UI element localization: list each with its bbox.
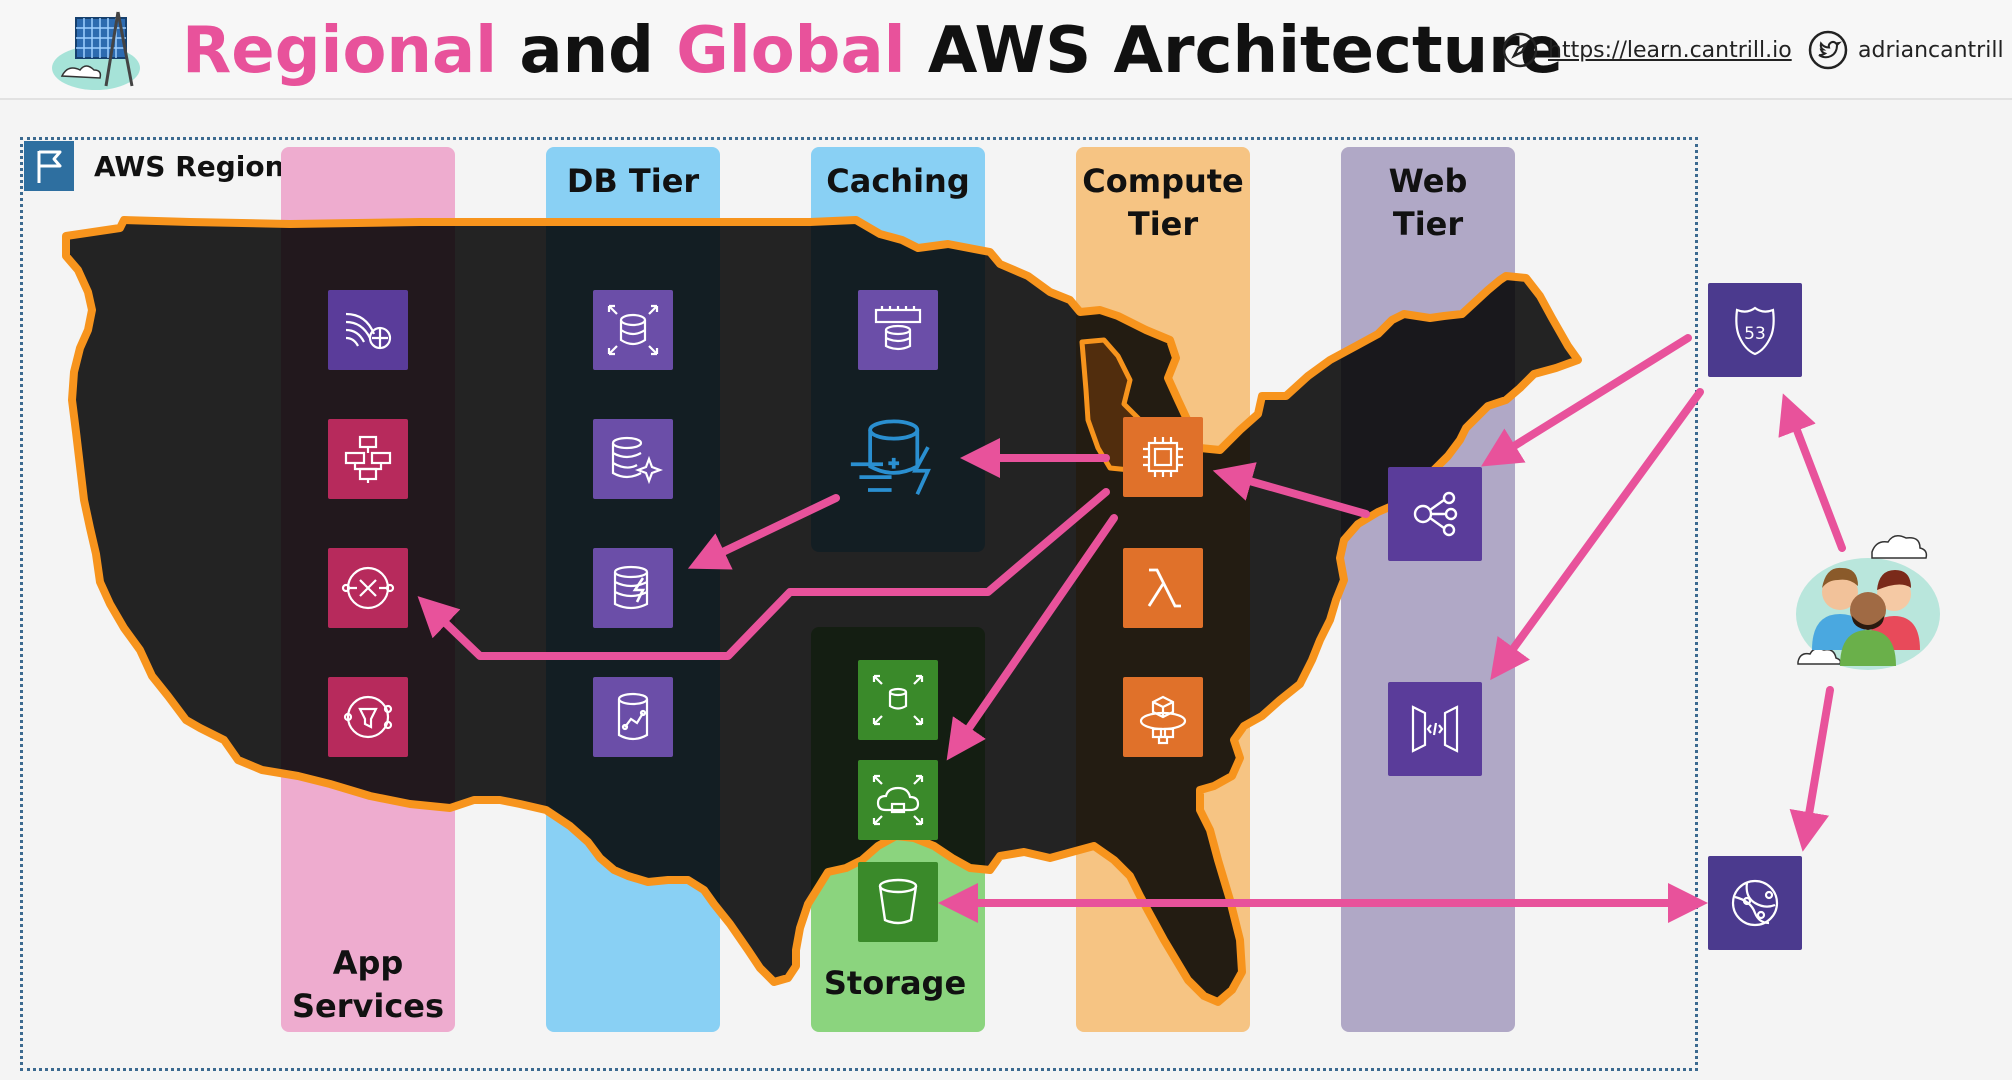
app-services-label-line1: App bbox=[332, 944, 404, 982]
api-gateway-icon[interactable] bbox=[1388, 682, 1482, 776]
web-tier-label-line1: Web bbox=[1388, 162, 1468, 200]
route53-text: 53 bbox=[1744, 324, 1766, 344]
region-flag-icon bbox=[24, 141, 74, 191]
caching-label: Caching bbox=[826, 162, 970, 200]
web-tier-label-line2: Tier bbox=[1392, 205, 1464, 243]
title-regional: Regional bbox=[182, 14, 498, 88]
compute-tier-label-line1: Compute bbox=[1082, 162, 1244, 200]
step-functions-icon[interactable] bbox=[328, 419, 408, 499]
site-link[interactable]: https://learn.cantrill.io bbox=[1502, 28, 1792, 72]
s3-bucket-icon[interactable] bbox=[858, 862, 938, 942]
efs-icon[interactable] bbox=[858, 760, 938, 840]
compute-tier-label-line2: Tier bbox=[1127, 205, 1199, 243]
region-label: AWS Region bbox=[94, 150, 285, 183]
route53-icon[interactable]: 53 bbox=[1708, 283, 1802, 377]
app-services-label-line2: Services bbox=[291, 987, 445, 1025]
site-link-text[interactable]: https://learn.cantrill.io bbox=[1548, 37, 1792, 63]
compass-icon bbox=[1502, 32, 1538, 68]
page-title: Regional and Global AWS Architecture bbox=[182, 6, 1563, 96]
us-map-shape bbox=[62, 216, 1582, 1006]
timestream-icon[interactable] bbox=[593, 677, 673, 757]
title-and: and bbox=[519, 14, 654, 88]
cloud-architect-logo-icon bbox=[52, 11, 140, 90]
twitter-icon bbox=[1808, 30, 1848, 70]
ec2-icon[interactable] bbox=[1123, 417, 1203, 497]
db-tier-label: DB Tier bbox=[566, 162, 700, 200]
title-aws-architecture: AWS Architecture bbox=[927, 14, 1564, 88]
twitter-link[interactable]: adriancantrill bbox=[1808, 28, 2004, 72]
header-bar: Regional and Global AWS Architecture htt… bbox=[0, 0, 2012, 100]
sns-icon[interactable] bbox=[328, 677, 408, 757]
aurora-icon[interactable] bbox=[593, 419, 673, 499]
elasticache-icon[interactable] bbox=[858, 290, 938, 370]
kinesis-icon[interactable] bbox=[328, 290, 408, 370]
load-balancer-icon[interactable] bbox=[1388, 467, 1482, 561]
sqs-icon[interactable] bbox=[328, 548, 408, 628]
rds-icon[interactable] bbox=[593, 290, 673, 370]
twitter-handle[interactable]: adriancantrill bbox=[1858, 37, 2004, 63]
storage-label: Storage bbox=[823, 964, 967, 1002]
lambda-icon[interactable] bbox=[1123, 548, 1203, 628]
ecs-icon[interactable] bbox=[1123, 677, 1203, 757]
cloudfront-icon[interactable] bbox=[1708, 856, 1802, 950]
users-illustration-icon bbox=[1796, 535, 1940, 670]
dax-icon[interactable] bbox=[838, 410, 958, 510]
ebs-icon[interactable] bbox=[858, 660, 938, 740]
dynamodb-icon[interactable] bbox=[593, 548, 673, 628]
title-global: Global bbox=[676, 14, 906, 88]
